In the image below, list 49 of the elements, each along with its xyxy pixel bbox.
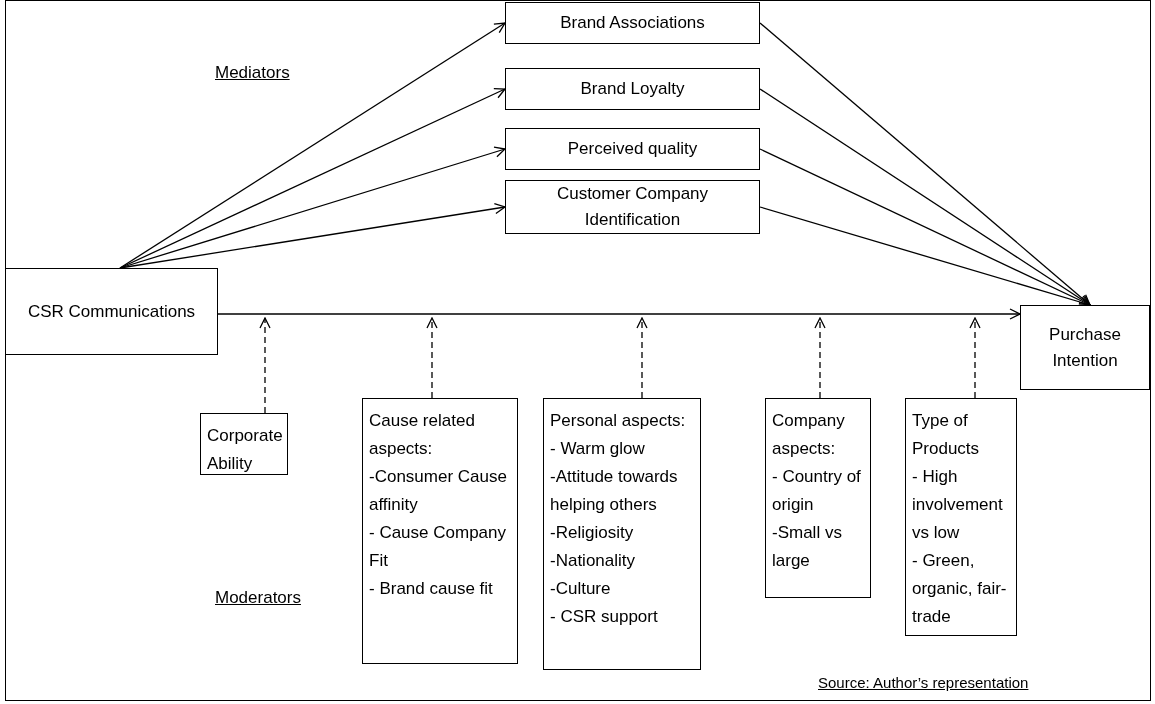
dashed-arrow xyxy=(814,317,826,399)
section-heading: Mediators xyxy=(215,62,290,84)
box-text: Corporate Ability xyxy=(207,425,283,475)
construct-box xyxy=(1020,305,1150,390)
box-text: - CSR support xyxy=(550,606,658,628)
mediator-box xyxy=(505,180,760,234)
moderator-box xyxy=(200,413,288,475)
dashed-arrow xyxy=(426,317,438,399)
moderator-box xyxy=(543,398,701,670)
box-text: Purchase Intention xyxy=(1048,323,1122,372)
box-text: - Country of origin xyxy=(772,466,862,516)
box-text: Perceived quality xyxy=(567,138,698,160)
box-text: Type of Products xyxy=(912,410,981,460)
arrow xyxy=(217,308,1021,320)
moderator-box xyxy=(362,398,518,664)
moderator-box xyxy=(765,398,871,598)
dashed-arrow xyxy=(259,317,271,414)
dashed-arrow xyxy=(969,317,981,399)
arrow xyxy=(759,88,1091,306)
box-text: Company aspects: xyxy=(772,410,846,460)
box-text: Cause related aspects: xyxy=(369,410,476,460)
arrow xyxy=(119,88,506,269)
box-text: - Warm glow xyxy=(550,438,645,460)
section-heading: Moderators xyxy=(215,587,301,609)
box-text: Personal aspects: xyxy=(550,410,686,432)
dashed-arrow xyxy=(636,317,648,399)
box-text: CSR Communications xyxy=(27,300,196,323)
box-text: Brand Associations xyxy=(560,12,705,34)
box-text: - High involvement vs low xyxy=(912,466,1004,544)
box-text: - Cause Company Fit xyxy=(369,522,507,572)
source-note: Source: Author’s representation xyxy=(818,673,1029,693)
moderator-box xyxy=(905,398,1017,636)
arrow xyxy=(759,148,1091,306)
box-text: Customer Company Identification xyxy=(555,183,710,231)
box-text: -Small vs large xyxy=(772,522,843,572)
box-text: - Brand cause fit xyxy=(369,578,493,600)
box-text: - Green, organic, fair-trade xyxy=(912,550,1008,628)
mediator-box xyxy=(505,2,760,44)
box-text: Brand Loyalty xyxy=(580,78,685,100)
box-text: -Religiosity xyxy=(550,522,634,544)
mediator-box xyxy=(505,128,760,170)
arrow xyxy=(119,22,506,269)
arrow xyxy=(759,22,1091,306)
box-text: -Consumer Cause affinity xyxy=(369,466,508,516)
mediator-box xyxy=(505,68,760,110)
construct-box xyxy=(5,268,218,355)
box-text: -Culture xyxy=(550,578,611,600)
box-text: -Attitude towards helping others xyxy=(550,466,679,516)
box-text: -Nationality xyxy=(550,550,636,572)
